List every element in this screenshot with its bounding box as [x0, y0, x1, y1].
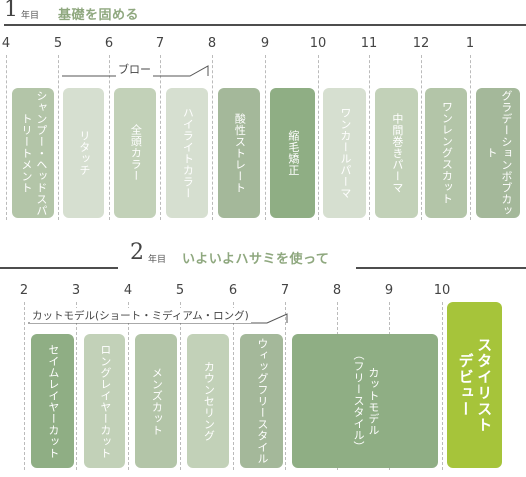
skill-card-acid-straight: 酸性ストレート [218, 88, 260, 218]
year1-rule [4, 24, 526, 26]
skill-card-label: 酸性ストレート [233, 112, 247, 194]
year1-title: 基礎を固める [58, 8, 140, 23]
skill-card-long-layer-cut: ロングレイヤーカット [84, 334, 125, 468]
grid-line [109, 55, 110, 220]
skill-card-graduation-bob: グラデーションボブカット [476, 88, 520, 218]
year1-number: 1 [4, 0, 18, 22]
month-label: 12 [412, 36, 430, 51]
year2-title: いよいよハサミを使って [182, 252, 330, 267]
skill-card-label: ハイライトカラー [181, 107, 195, 199]
year2-unit: 年目 [148, 255, 167, 265]
skill-card-one-curl-perm: ワンカールパーマ [323, 88, 366, 218]
skill-card-label: 全頭カラー [129, 124, 143, 182]
skill-card-label: 縮毛矯正 [286, 130, 300, 176]
year2-number: 2 [130, 240, 144, 265]
skill-card-retouch: リタッチ [63, 88, 104, 218]
month-label: 2 [19, 283, 29, 298]
year2-rule-right [356, 267, 526, 269]
month-label: 6 [104, 36, 114, 51]
grid-line [233, 302, 234, 470]
skill-card-label: 中間巻きパーマ [390, 112, 404, 194]
year2-bracket-label: カットモデル(ショート・ミディアム・ロング) [30, 308, 251, 323]
skill-card-full-color: 全頭カラー [114, 88, 156, 218]
skill-card-label: ロングレイヤーカット [98, 343, 112, 459]
month-label: 3 [71, 283, 81, 298]
month-label: 10 [309, 36, 327, 51]
skill-card-mid-curl-perm: 中間巻きパーマ [375, 88, 418, 218]
month-label: 4 [1, 36, 11, 51]
month-label: 5 [53, 36, 63, 51]
month-label: 9 [384, 283, 394, 298]
skill-card-label: セイムレイヤーカット [46, 343, 60, 459]
month-label: 8 [207, 36, 217, 51]
month-label: 9 [260, 36, 270, 51]
skill-card-straightening: 縮毛矯正 [270, 88, 315, 218]
skill-card-label: カウンセリング [202, 360, 216, 442]
grid-line [180, 302, 181, 470]
grid-line [421, 55, 422, 220]
skill-card-label: メンズカット [150, 366, 164, 436]
year1-bracket-label: ブロー [116, 61, 153, 77]
year1-unit: 年目 [21, 11, 40, 21]
grid-line [369, 55, 370, 220]
skill-card-label: シャンプー・ヘッドスパ トリートメント [20, 89, 48, 217]
grid-line [128, 302, 129, 470]
month-label: 7 [280, 283, 290, 298]
skill-card-wig-free-style: ウィッグフリースタイル [240, 334, 283, 468]
month-label: 11 [360, 36, 378, 51]
grid-line [285, 302, 286, 470]
skill-card-label: ウィッグフリースタイル [255, 337, 269, 465]
grid-line [58, 55, 59, 220]
month-label: 5 [175, 283, 185, 298]
grid-line [160, 55, 161, 220]
skill-card-label: リタッチ [77, 130, 91, 176]
month-label: 6 [228, 283, 238, 298]
grid-line [212, 55, 213, 220]
skill-card-counseling: カウンセリング [187, 334, 229, 468]
skill-card-label: グラデーションボブカット [485, 89, 513, 217]
month-label: 7 [155, 36, 165, 51]
grid-line [6, 55, 7, 220]
grid-line [76, 302, 77, 470]
skill-card-cut-model-free: カットモデル （フリースタイル） [292, 334, 438, 468]
month-label: 10 [433, 283, 451, 298]
skill-card-label: ワンレングスカット [440, 101, 454, 205]
grid-line [442, 302, 443, 470]
skill-card-same-layer-cut: セイムレイヤーカット [31, 334, 74, 468]
skill-card-one-length-cut: ワンレングスカット [425, 88, 467, 218]
month-label: 1 [465, 36, 475, 51]
grid-line [24, 302, 25, 470]
month-label: 4 [123, 283, 133, 298]
year2-bracket [28, 313, 288, 324]
skill-card-label: ワンカールパーマ [338, 107, 352, 199]
skill-card-shampoo: シャンプー・ヘッドスパ トリートメント [12, 88, 54, 218]
skill-card-highlight: ハイライトカラー [166, 88, 208, 218]
skill-card-label: カットモデル （フリースタイル） [352, 349, 380, 453]
skill-card-mens-cut: メンズカット [135, 334, 177, 468]
grid-line [470, 55, 471, 220]
grid-line [265, 55, 266, 220]
year2-rule-left [0, 267, 118, 269]
stylist-debut-label: スタイリスト デビュー [456, 337, 494, 433]
grid-line [318, 55, 319, 220]
stylist-debut-card: スタイリスト デビュー [447, 302, 502, 468]
month-label: 8 [332, 283, 342, 298]
